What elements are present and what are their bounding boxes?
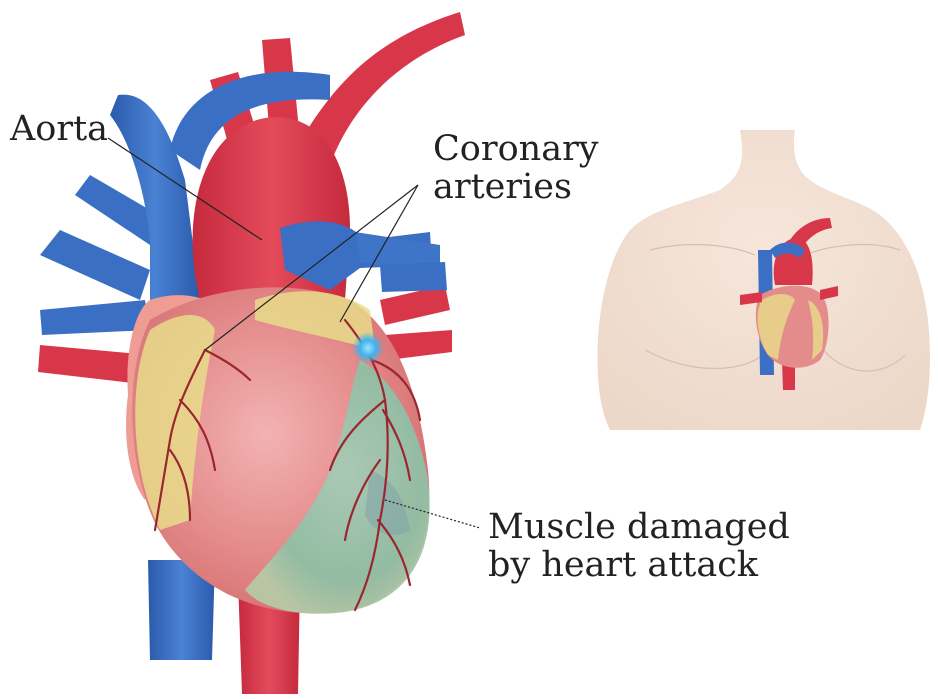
damage-label-line2: by heart attack bbox=[488, 546, 790, 584]
coronary-arteries-label: Coronary arteries bbox=[433, 130, 599, 206]
aorta-label-text: Aorta bbox=[10, 110, 108, 148]
right-vein-branch bbox=[380, 262, 447, 292]
damage-label-line1: Muscle damaged bbox=[488, 508, 790, 546]
left-vein-branch-top bbox=[75, 175, 150, 245]
coronary-label-line2: arteries bbox=[433, 168, 599, 206]
coronary-label-line1: Coronary bbox=[433, 130, 599, 168]
artery-blockage bbox=[352, 332, 384, 364]
left-vein-branch-upper bbox=[40, 230, 150, 300]
aorta-label: Aorta bbox=[10, 110, 108, 148]
damaged-muscle-label: Muscle damaged by heart attack bbox=[488, 508, 790, 584]
torso-inset-illustration bbox=[598, 130, 930, 430]
